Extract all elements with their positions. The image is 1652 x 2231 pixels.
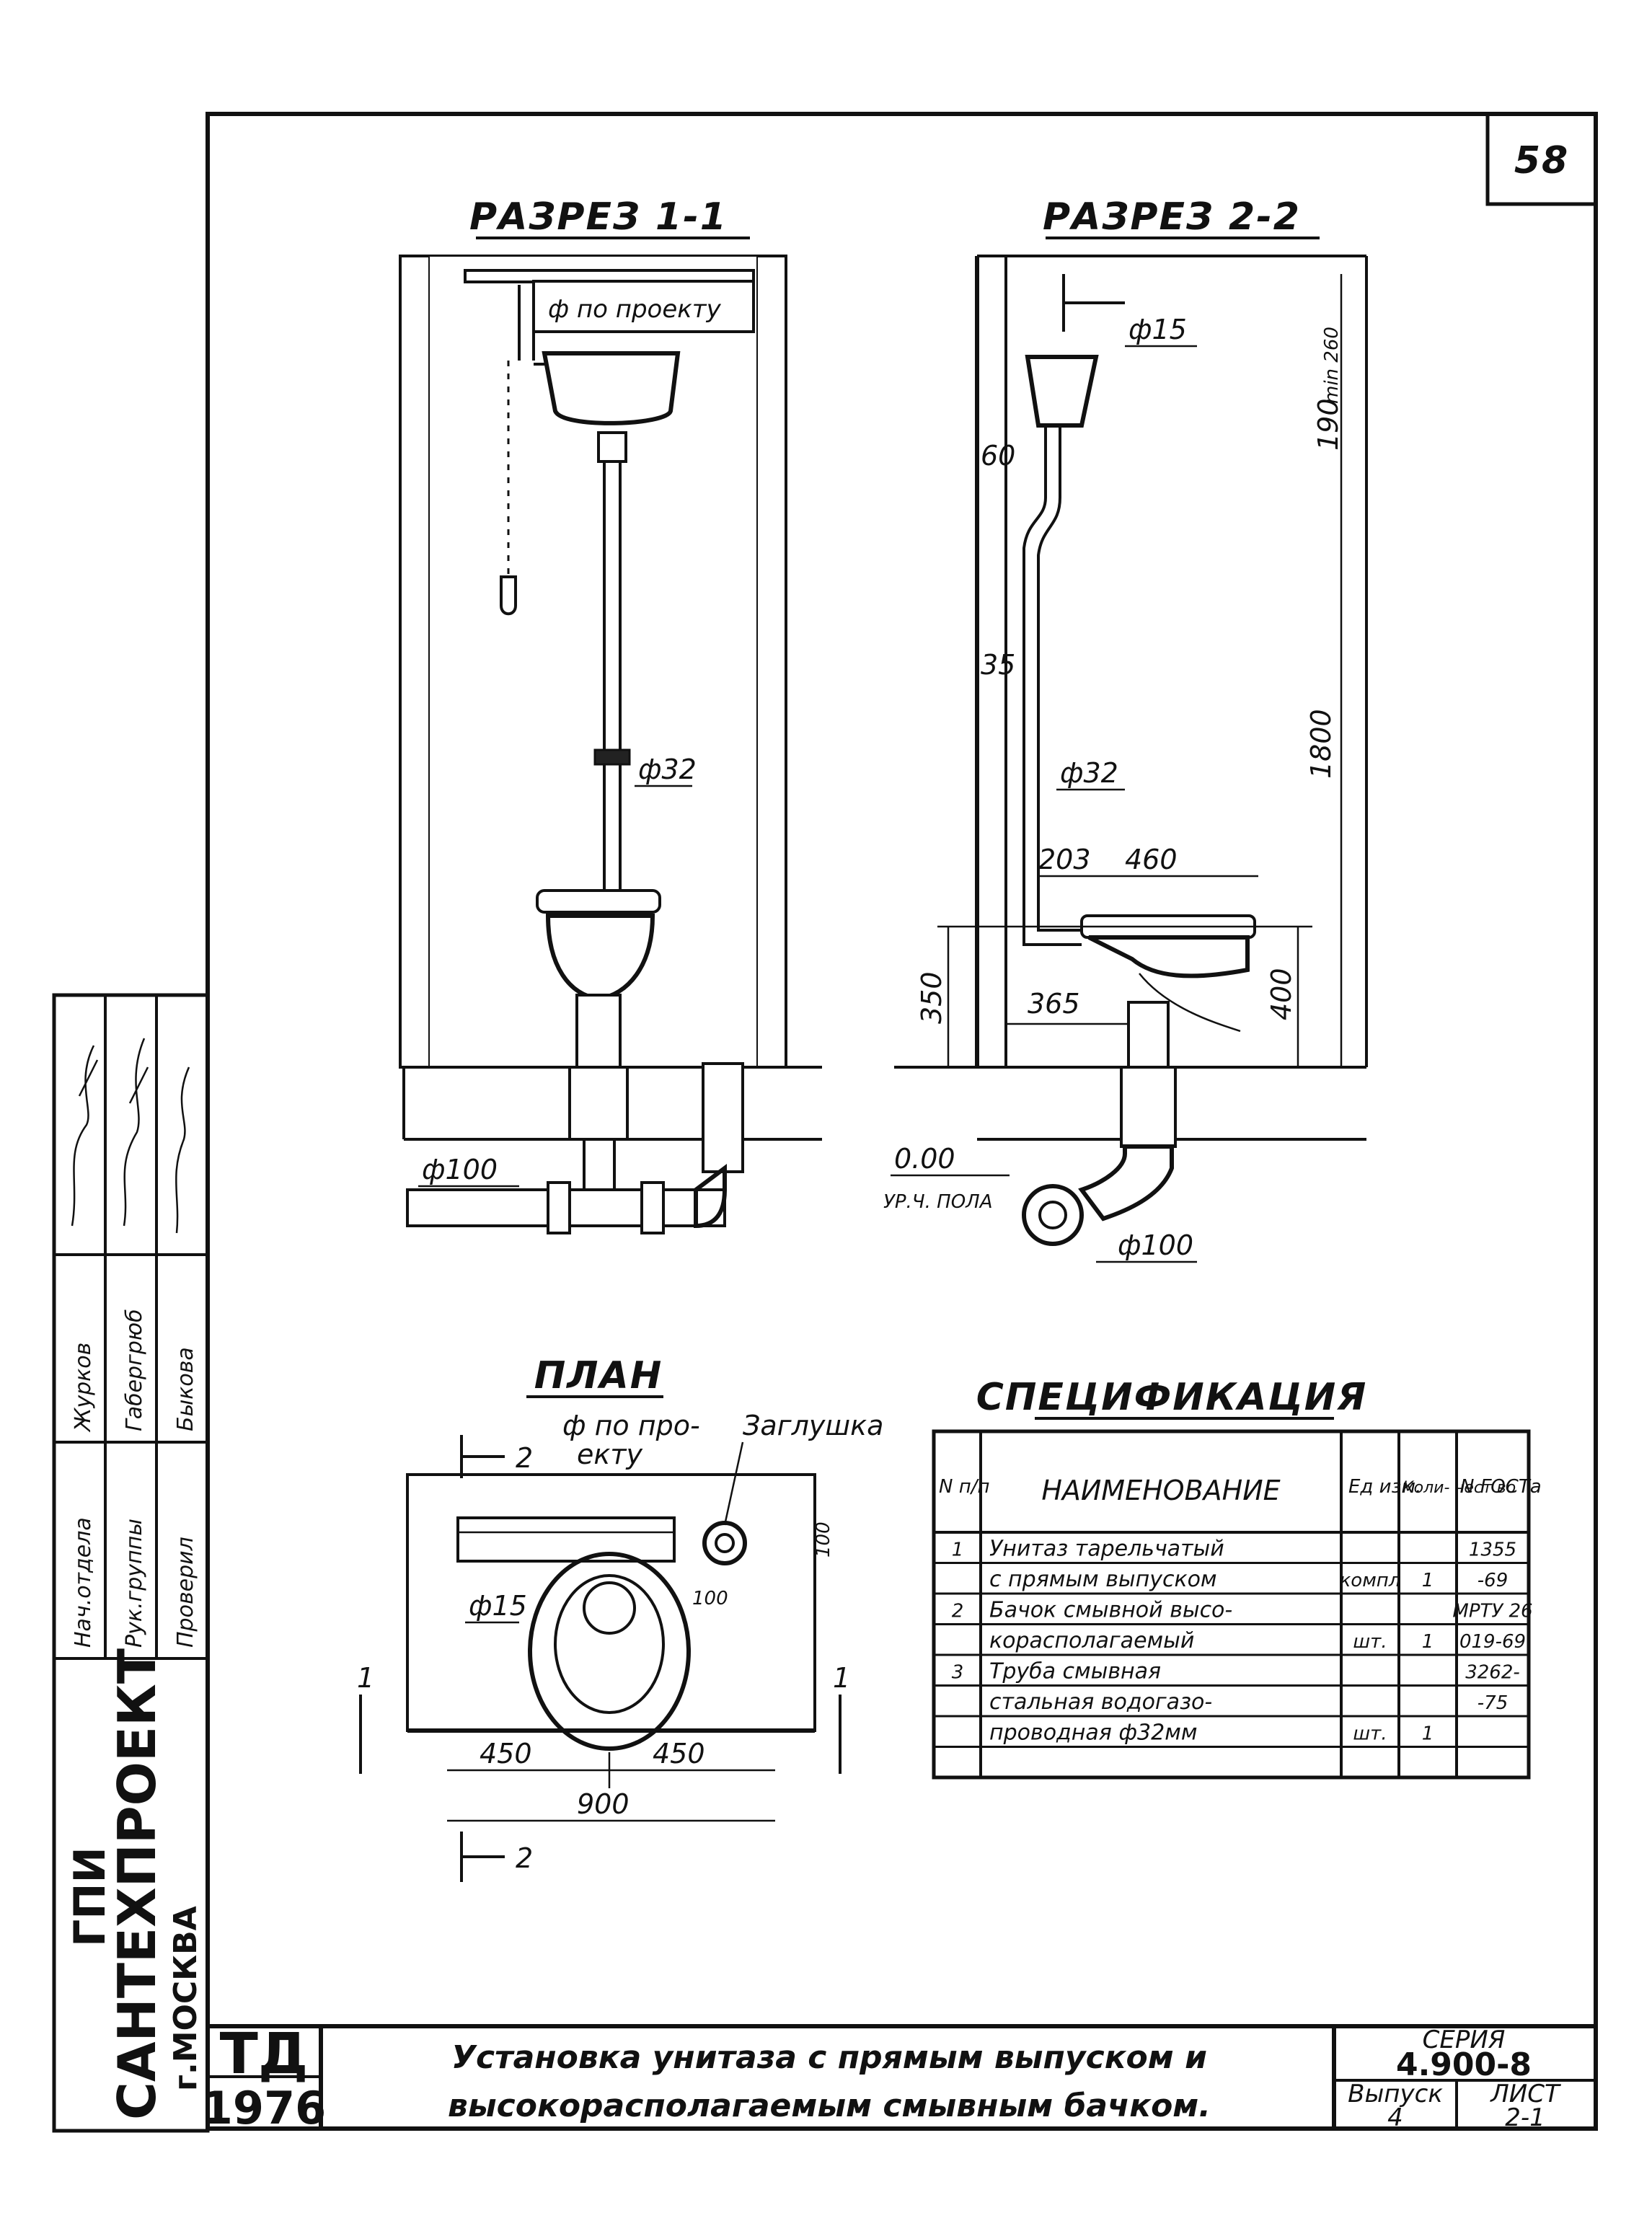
s2-dim-35: 35 [981, 649, 1015, 681]
left-stamp: Нач.отдела Рук.группы Проверил Журков Га… [52, 993, 210, 2133]
spec-cell-name: Унитаз тарельчатый [989, 1537, 1224, 1562]
spec-cell-unit: шт. [1353, 1631, 1387, 1653]
stamp-name-3: Быкова [173, 1347, 198, 1431]
plan-dim-100b: 100 [692, 1588, 728, 1609]
spec-cell-gost: -75 [1477, 1692, 1508, 1714]
spec-cell-name: Бачок смывной высо- [989, 1598, 1232, 1623]
s2-dim-365: 365 [1028, 988, 1080, 1020]
spec-cell-name: Труба смывная [989, 1659, 1161, 1684]
section-2-2: РАЗРЕЗ 2-2 ф15 min 260 190 1800 60 35 ф3… [883, 195, 1368, 1263]
s2-phi32: ф32 [1060, 757, 1118, 789]
spec-header-gost: N ГОСТа [1460, 1476, 1542, 1498]
s2-dim-400: 400 [1265, 968, 1297, 1020]
s2-dim-203: 203 [1038, 844, 1091, 875]
plan-dim-900: 900 [577, 1788, 630, 1820]
s2-dim-1800: 1800 [1305, 709, 1337, 779]
caption-line-1: Установка унитаза с прямым выпуском и [451, 2039, 1207, 2076]
sheet-value: 2-1 [1505, 2103, 1545, 2132]
s1-phi-project: ф по проекту [548, 295, 722, 324]
plan-view: ПЛАН ф по про- екту Заглушка 100 100 ф15… [357, 1354, 883, 1882]
section-2-title: РАЗРЕЗ 2-2 [1043, 195, 1301, 239]
spec-cell-gost: 3262- [1465, 1662, 1520, 1684]
series-value: 4.900-8 [1396, 2046, 1532, 2083]
issue-value: 4 [1387, 2103, 1403, 2132]
section-1-1: РАЗРЕЗ 1-1 ф по проекту ф32 [399, 195, 822, 1234]
caption-line-2: высокорасполагаемым смывным бачком. [448, 2088, 1211, 2124]
org-line-2: САНТЕХПРОЕКТ [107, 1648, 167, 2120]
s2-phi100: ф100 [1118, 1229, 1193, 1261]
s2-level: 0.00 [894, 1143, 955, 1175]
plan-dim-450-left: 450 [480, 1738, 532, 1770]
plan-phi-project-2: екту [577, 1439, 642, 1470]
spec-cell-num: 3 [952, 1662, 964, 1684]
spec-title: СПЕЦИФИКАЦИЯ [976, 1376, 1368, 1419]
s2-floor: УР.Ч. ПОЛА [883, 1191, 993, 1213]
title-block: ТД 1976 Установка унитаза с прямым выпус… [202, 2022, 1596, 2134]
s2-dim-min260: min 260 [1321, 327, 1343, 404]
plan-cut-2-top: 2 [516, 1442, 533, 1474]
doc-code: ТД [220, 2022, 309, 2087]
stamp-name-1: Журков [71, 1343, 96, 1433]
plan-title: ПЛАН [534, 1354, 663, 1397]
spec-cell-unit: компл [1340, 1570, 1401, 1591]
spec-cell-qty: 1 [1422, 1723, 1434, 1745]
plan-phi15: ф15 [469, 1590, 527, 1622]
spec-cell-num: 1 [952, 1539, 964, 1561]
doc-year: 1976 [202, 2082, 327, 2134]
plan-dim-100a: 100 [813, 1521, 834, 1558]
spec-header-num: N п/п [939, 1476, 989, 1498]
plan-cut-1-right: 1 [833, 1662, 850, 1694]
spec-cell-name: корасполагаемый [989, 1628, 1194, 1653]
stamp-role-1: Нач.отдела [71, 1517, 96, 1648]
s1-phi32: ф32 [638, 754, 697, 785]
spec-cell-unit: шт. [1353, 1723, 1387, 1745]
spec-cell-qty: 1 [1422, 1631, 1434, 1653]
spec-cell-gost: 1355 [1469, 1539, 1516, 1561]
spec-table: СПЕЦИФИКАЦИЯ N п/п НАИМЕНОВАНИЕ Ед изм. … [932, 1376, 1542, 1780]
stamp-role-3: Проверил [173, 1537, 198, 1648]
s2-dim-350: 350 [916, 971, 948, 1024]
org-line-3: г.МОСКВА [167, 1906, 204, 2091]
spec-cell-num: 2 [952, 1601, 964, 1622]
s2-dim-190: 190 [1312, 398, 1344, 451]
series-label: СЕРИЯ [1423, 2025, 1506, 2054]
s1-phi100: ф100 [422, 1154, 498, 1185]
spec-rows: 1 Унитаз тарельчатый 1355 с прямым выпуском… [934, 1537, 1533, 1748]
s2-dim-460: 460 [1125, 844, 1178, 875]
spec-header-name: НАИМЕНОВАНИЕ [1041, 1475, 1280, 1506]
spec-cell-gost: 019-69 [1459, 1631, 1526, 1653]
sheet-label: ЛИСТ [1489, 2080, 1561, 2108]
plan-phi-project-1: ф по про- [562, 1410, 700, 1441]
page-number: 58 [1514, 139, 1569, 182]
plan-plug: Заглушка [743, 1410, 883, 1441]
stamp-name-2: Габергрюб [122, 1309, 147, 1431]
spec-cell-gost: -69 [1477, 1570, 1508, 1591]
spec-cell-name: проводная ф32мм [989, 1720, 1197, 1746]
spec-cell-gost: МРТУ 26 [1452, 1601, 1532, 1622]
issue-label: Выпуск [1348, 2080, 1443, 2108]
plan-cut-1-left: 1 [357, 1662, 374, 1694]
spec-header-qty: Коли- чест во [1403, 1479, 1516, 1497]
plan-dim-450-right: 450 [653, 1738, 705, 1770]
s2-phi15: ф15 [1128, 314, 1187, 345]
spec-header-unit: Ед изм. [1348, 1476, 1421, 1498]
page-number-box [1485, 112, 1598, 206]
section-1-title: РАЗРЕЗ 1-1 [469, 195, 728, 239]
spec-cell-name: с прямым выпуском [989, 1567, 1217, 1592]
s2-dim-60: 60 [981, 440, 1015, 472]
org-line-1: ГПИ [65, 1847, 115, 1947]
spec-cell-qty: 1 [1422, 1570, 1434, 1591]
stamp-role-2: Рук.группы [122, 1519, 147, 1648]
spec-cell-name: стальная водогазо- [989, 1689, 1212, 1715]
plan-cut-2-bottom: 2 [516, 1842, 533, 1874]
